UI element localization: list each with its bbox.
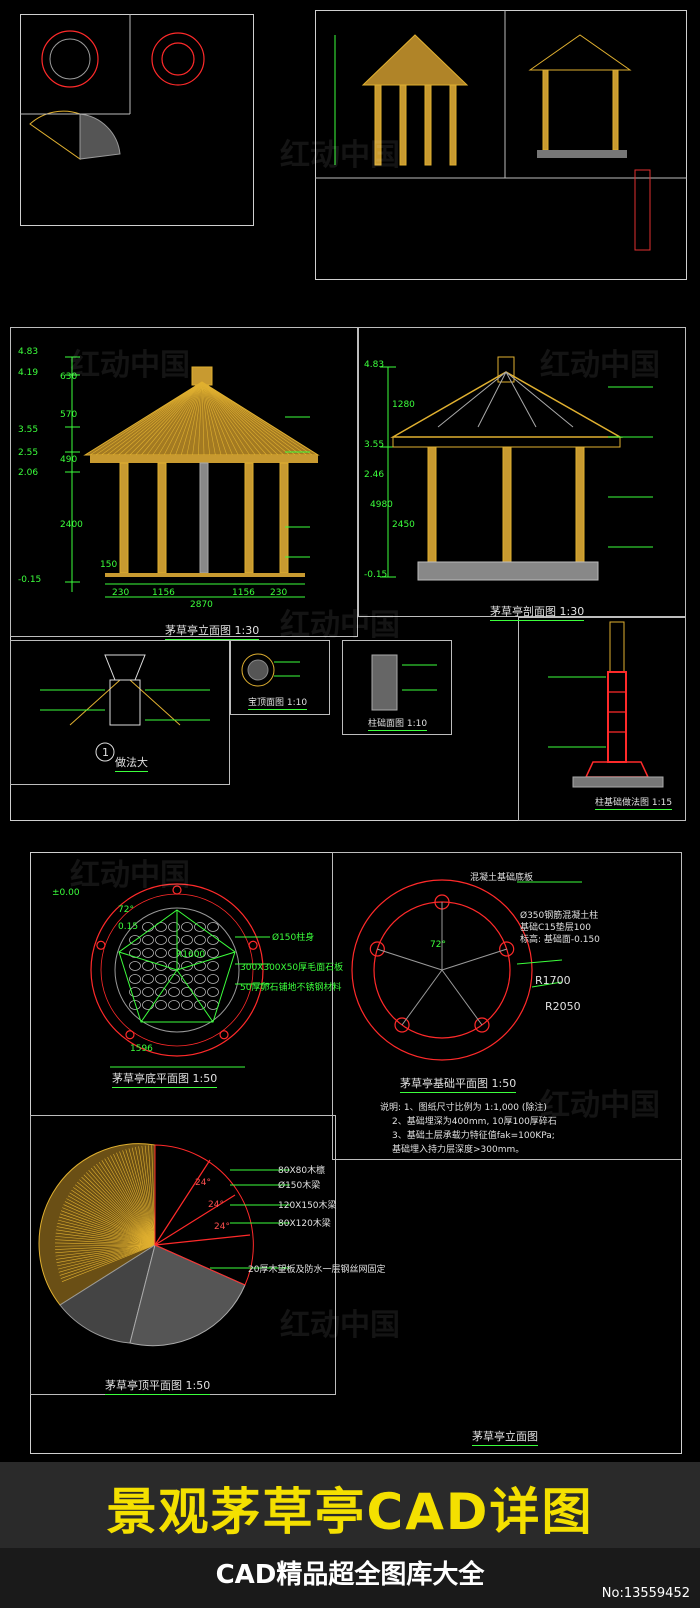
elev-level-6: -0.15 — [18, 575, 42, 585]
watermark-5: 红动中国 — [70, 858, 190, 893]
foundation-spec-3: 3、基础土层承载力特征值fak=100KPa; — [392, 1131, 555, 1141]
foundation-plan-title: 茅草亭基础平面图 1:50 — [400, 1075, 517, 1093]
elev-bottom-2: 1156 — [152, 588, 175, 598]
side-elevation-title: 茅草亭立面图 — [472, 1428, 538, 1446]
panel-top-node — [230, 640, 330, 715]
section-level-4: -0.15 — [364, 570, 388, 580]
watermark-2: 红动中国 — [70, 348, 190, 383]
base-elevation-mark: ±0.00 — [52, 888, 80, 898]
section-level-1: 4.83 — [364, 360, 385, 370]
panel-joint-detail — [10, 640, 230, 785]
foundation-note-2: 基础C15垫层100 — [520, 923, 591, 933]
section-level-2: 3.55 — [364, 440, 385, 450]
elev-seg-4: 2400 — [60, 520, 83, 530]
banner-subtitle: CAD精品超全图库大全 — [215, 1560, 485, 1590]
joint-marker: 1 — [102, 746, 109, 759]
panel-foundation-detail — [518, 617, 686, 821]
section-seg-3: 2450 — [392, 520, 415, 530]
section-seg-2: 4980 — [370, 500, 393, 510]
foundation-detail-drawing — [548, 621, 664, 788]
elev-bottom-total: 2870 — [190, 600, 213, 610]
mini-elevation — [315, 10, 687, 251]
foundation-detail-title: 柱基础做法图 1:15 — [595, 795, 673, 810]
watermark-7: 红动中国 — [280, 1308, 400, 1343]
base-note-1: Ø150柱身 — [272, 933, 315, 943]
foundation-plan-drawing — [351, 879, 582, 1061]
roof-angle-2: 24° — [208, 1200, 224, 1210]
column-base-drawing — [371, 654, 437, 711]
elev-level-2: 4.19 — [18, 368, 39, 378]
joint-detail-drawing — [40, 654, 210, 762]
section-level-3: 2.46 — [364, 470, 385, 480]
banner: 景观茅草亭CAD详图 CAD精品超全图库大全 No:13559452 — [0, 1462, 700, 1608]
image-number: No:13559452 — [601, 1586, 690, 1601]
roof-plan-title: 茅草亭顶平面图 1:50 — [105, 1377, 211, 1395]
roof-note-2: Ø150木梁 — [278, 1181, 321, 1191]
roof-angle-1: 24° — [195, 1178, 211, 1188]
section-drawing — [380, 356, 653, 581]
base-plan-title: 茅草亭底平面图 1:50 — [112, 1070, 218, 1088]
foundation-note-1: Ø350钢筋混凝土柱 — [520, 911, 599, 921]
elev-seg-1: 630 — [60, 372, 78, 382]
roof-note-1: 80X80木檩 — [278, 1166, 326, 1176]
top-node-title: 宝顶面图 1:10 — [248, 695, 308, 710]
elev-bottom-3: 1156 — [232, 588, 255, 598]
base-radius: R1600 — [176, 950, 206, 960]
front-elevation-drawing — [65, 356, 320, 598]
panel-section — [358, 327, 686, 617]
foundation-spec-2: 2、基础埋深为400mm, 10厚100厚碎石 — [392, 1117, 557, 1127]
banner-title: 景观茅草亭CAD详图 — [106, 1483, 594, 1541]
sheet-overview — [20, 14, 254, 226]
base-dim: 1596 — [130, 1044, 153, 1054]
banner-top — [0, 1462, 700, 1548]
watermark-1: 红动中国 — [280, 138, 400, 173]
roof-note-5: 20厚木望板及防水一层钢丝网固定 — [248, 1265, 386, 1275]
elev-seg-3: 490 — [60, 455, 78, 465]
foundation-note-3: 标高: 基础面-0.150 — [520, 935, 600, 945]
column-base-title: 柱础面图 1:10 — [368, 716, 428, 731]
panel-column-base — [342, 640, 452, 735]
foundation-angle: 72° — [430, 940, 446, 950]
foundation-header: 混凝土基础底板 — [470, 873, 534, 883]
roof-plan-drawing — [38, 1143, 290, 1347]
panel-foundation-plan — [332, 852, 682, 1160]
elev-bottom-4: 230 — [270, 588, 288, 598]
elev-level-1: 4.83 — [18, 347, 39, 357]
top-node-drawing — [241, 653, 300, 687]
joint-detail-title: 做法大 — [115, 754, 148, 772]
roof-note-3: 120X150木梁 — [278, 1201, 337, 1211]
roof-note-4: 80X120木梁 — [278, 1219, 331, 1229]
sheet-elevations-small — [315, 10, 687, 280]
base-angle: 72° — [118, 905, 134, 915]
watermark-6: 红动中国 — [540, 1088, 660, 1123]
base-offset: 0.15 — [118, 922, 139, 932]
mini-base-plan — [20, 14, 205, 160]
section-title: 茅草亭剖面图 1:30 — [490, 603, 585, 621]
section-seg-1: 1280 — [392, 400, 415, 410]
foundation-radius-outer: R2050 — [545, 1000, 581, 1013]
elev-level-3: 3.55 — [18, 425, 39, 435]
elev-seg-5: 150 — [100, 560, 118, 570]
watermark-3: 红动中国 — [540, 348, 660, 383]
elev-level-4: 2.55 — [18, 448, 39, 458]
foundation-radius-inner: R1700 — [535, 974, 571, 987]
front-elevation-title: 茅草亭立面图 1:30 — [165, 622, 260, 640]
elev-bottom-1: 230 — [112, 588, 130, 598]
base-note-2: 300X300X50厚毛面石板 — [240, 963, 344, 973]
panel-front-elevation — [10, 327, 358, 637]
roof-angle-3: 24° — [214, 1222, 230, 1232]
foundation-spec-4: 基础埋入持力层深度>300mm。 — [392, 1145, 525, 1155]
elev-seg-2: 570 — [60, 410, 78, 420]
elev-level-5: 2.06 — [18, 468, 39, 478]
base-note-3: 50厚卵石铺地不锈钢材料 — [240, 983, 342, 993]
base-plan-drawing — [90, 883, 270, 1068]
foundation-spec-1: 说明: 1、图纸尺寸比例为 1:1,000 (除注) — [380, 1103, 547, 1113]
watermark-4: 红动中国 — [280, 608, 400, 643]
